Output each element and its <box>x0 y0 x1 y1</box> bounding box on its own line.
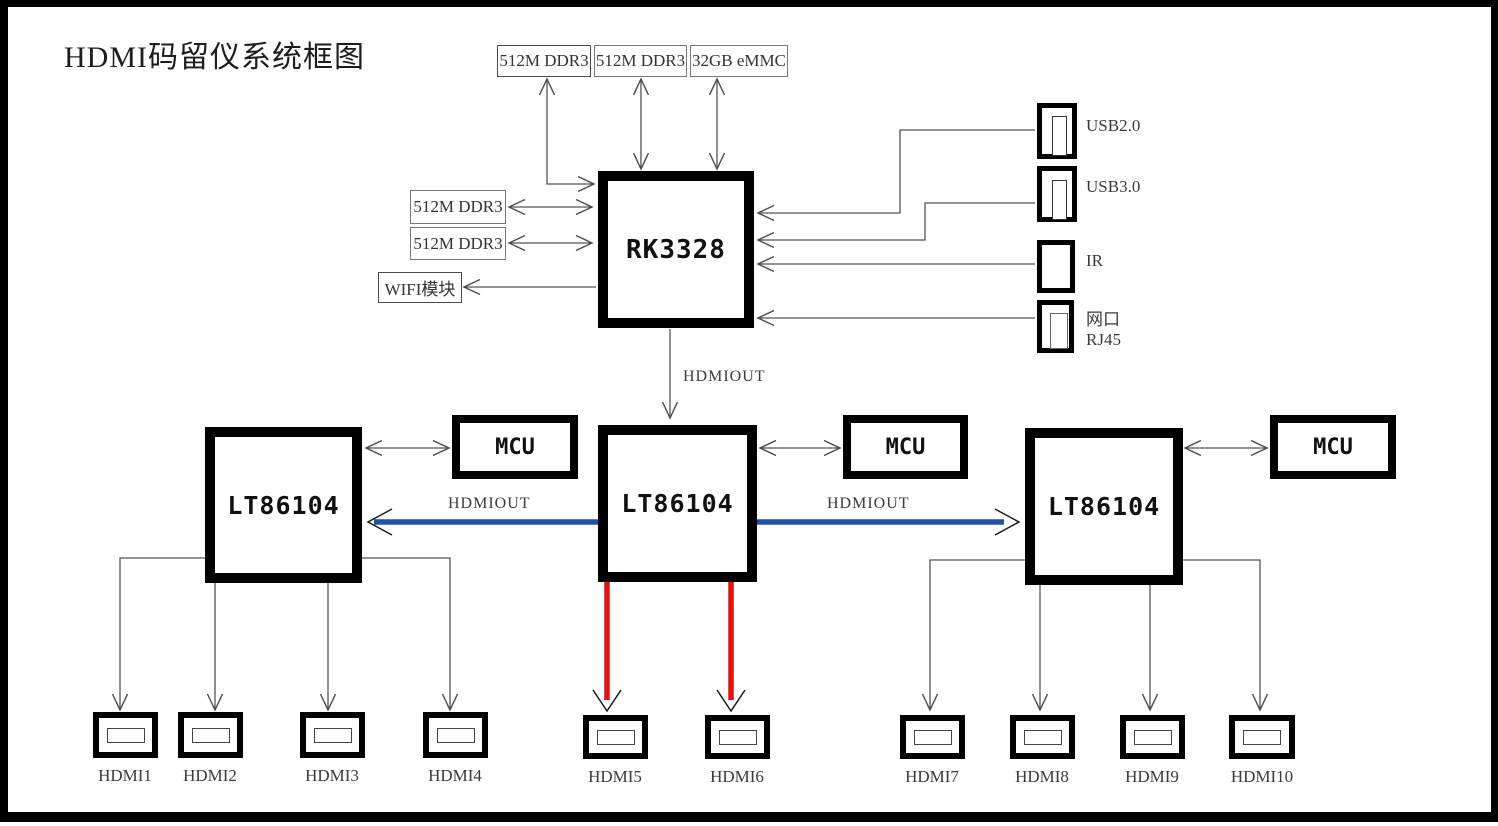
hdmi-port-4 <box>423 712 488 758</box>
hdmi-connector-icon <box>1133 729 1172 745</box>
line-ddr-top1-soc <box>547 79 594 184</box>
usb2-label: USB2.0 <box>1086 116 1141 135</box>
link-hdmi4 <box>362 557 450 710</box>
mcu-left-label: MCU <box>495 434 535 460</box>
link-hdmi1 <box>120 557 205 710</box>
hdmiout-label-center: HDMIOUT <box>683 368 766 385</box>
hdmi-port-2-label: HDMI2 <box>183 766 237 785</box>
hdmi-port-10-label: HDMI10 <box>1230 767 1294 786</box>
ir-receiver-box <box>1037 240 1075 293</box>
mcu-center-label: MCU <box>885 434 926 460</box>
usb3-label: USB3.0 <box>1086 177 1141 196</box>
emmc-box: 32GB eMMC <box>690 45 788 77</box>
hdmi-port-2 <box>178 712 243 758</box>
hdmiout-label-left: HDMIOUT <box>448 495 531 512</box>
lan-label-line1: 网口 <box>1086 310 1120 329</box>
hdmi-port-6 <box>705 715 770 759</box>
rj45-connector-icon <box>1050 313 1068 349</box>
hdmi-connector-icon <box>718 729 757 745</box>
wifi-module-box: WIFI模块 <box>378 272 462 303</box>
hdmi-port-1-label: HDMI1 <box>98 766 152 785</box>
hdmi-port-7 <box>900 715 965 759</box>
mcu-right-label: MCU <box>1313 434 1353 460</box>
splitter-left-label: LT86104 <box>227 490 340 520</box>
splitter-right-label: LT86104 <box>1047 492 1161 521</box>
ddr3-left-box-2: 512M DDR3 <box>410 227 506 260</box>
soc-rk3328-box: RK3328 <box>598 171 754 328</box>
hdmi-connector-icon <box>1023 729 1062 745</box>
rj45-port-box <box>1037 300 1074 353</box>
bus-hdmiout-left-arrow <box>366 508 393 536</box>
hdmi-port-5-label: HDMI5 <box>588 767 642 786</box>
hdmi-port-9 <box>1120 715 1185 759</box>
mcu-left-box: MCU <box>452 415 578 479</box>
hdmi-connector-icon <box>191 727 230 743</box>
hdmi-connector-icon <box>436 727 475 743</box>
splitter-center-label: LT86104 <box>621 489 734 518</box>
mcu-center-box: MCU <box>843 415 968 479</box>
link-hdmi10 <box>1182 559 1260 710</box>
ddr3-left-box-1: 512M DDR3 <box>410 190 506 224</box>
splitter-center-box: LT86104 <box>598 425 757 582</box>
ir-label: IR <box>1086 251 1103 270</box>
diagram-title: HDMI码留仪系统框图 <box>64 41 365 74</box>
usb-connector-icon <box>1052 180 1067 220</box>
hdmi-connector-icon <box>596 729 635 745</box>
hdmi-port-10 <box>1229 715 1295 759</box>
soc-label: RK3328 <box>626 234 726 265</box>
link-red-hdmi5-arrow <box>592 689 622 713</box>
hdmi-connector-icon <box>106 727 145 743</box>
hdmi-port-8 <box>1010 715 1075 759</box>
hdmi-port-7-label: HDMI7 <box>905 767 959 786</box>
ddr3-top-box-1: 512M DDR3 <box>497 45 591 77</box>
hdmi-connector-icon <box>913 729 952 745</box>
splitter-left-box: LT86104 <box>205 427 362 583</box>
usb2-port-box <box>1037 103 1077 159</box>
hdmi-port-5 <box>583 715 648 759</box>
hdmi-port-4-label: HDMI4 <box>428 766 482 785</box>
line-usb2-soc <box>758 129 1035 213</box>
hdmi-port-1 <box>93 712 158 758</box>
hdmi-port-8-label: HDMI8 <box>1015 767 1069 786</box>
link-hdmi7 <box>930 559 1025 710</box>
usb3-port-box <box>1037 166 1077 222</box>
mcu-right-box: MCU <box>1270 415 1396 479</box>
bus-hdmiout-right-arrow <box>994 508 1021 536</box>
link-red-hdmi6-arrow <box>716 689 746 713</box>
ddr3-top-box-2: 512M DDR3 <box>594 45 687 77</box>
splitter-right-box: LT86104 <box>1025 428 1183 585</box>
line-usb3-soc <box>758 202 1035 240</box>
hdmi-connector-icon <box>1243 729 1281 745</box>
hdmi-connector-icon <box>313 727 352 743</box>
hdmi-port-3-label: HDMI3 <box>305 766 359 785</box>
hdmiout-label-right: HDMIOUT <box>827 495 910 512</box>
hdmi-port-6-label: HDMI6 <box>710 767 764 786</box>
hdmi-port-9-label: HDMI9 <box>1125 767 1179 786</box>
lan-label-line2: RJ45 <box>1086 330 1121 349</box>
usb-connector-icon <box>1052 116 1067 156</box>
hdmi-port-3 <box>300 712 365 758</box>
